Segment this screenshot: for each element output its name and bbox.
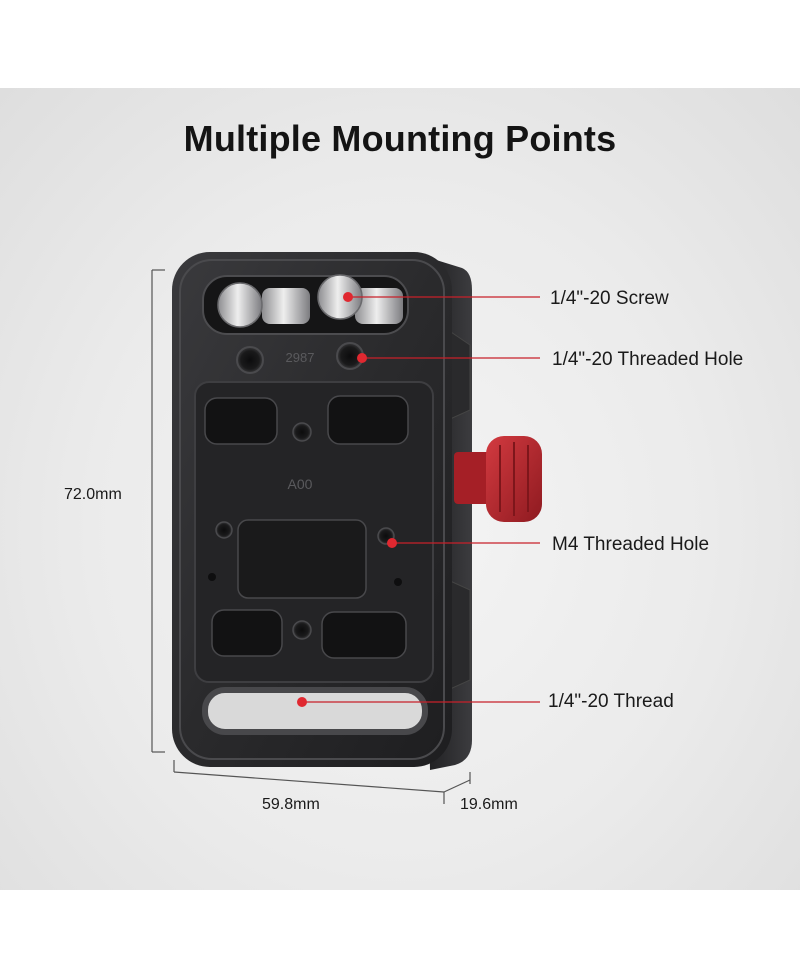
center-cutout — [237, 519, 367, 599]
callout-threaded-hole-line — [357, 353, 540, 363]
cutout-lower-right — [321, 611, 407, 659]
threaded-hole-left — [236, 346, 264, 374]
callout-m4-line — [387, 538, 540, 548]
red-locking-knob — [454, 436, 542, 522]
plate-bevel — [179, 259, 445, 760]
depth-dimension-line — [443, 772, 471, 793]
width-dimension-line — [173, 760, 445, 804]
small-hole-right — [394, 578, 402, 586]
center-hole-upper — [292, 422, 312, 442]
page-title: Multiple Mounting Points — [183, 118, 617, 159]
callout-screw-line — [343, 292, 540, 302]
callout-label-m4-hole: M4 Threaded Hole — [552, 534, 710, 555]
height-dimension-label: 72.0mm — [64, 486, 122, 503]
height-dimension-line — [151, 269, 165, 753]
callout-thread-line — [297, 697, 540, 707]
callout-label-screw: 1/4"-20 Screw — [550, 288, 669, 309]
small-hole-left — [208, 573, 216, 581]
depth-dimension-label: 19.6mm — [460, 796, 518, 813]
center-hole-lower — [292, 620, 312, 640]
code-engraving: A00 — [288, 476, 313, 492]
cutout-lower-left — [211, 609, 283, 657]
screw-left — [217, 282, 310, 328]
cutout-upper-right — [327, 395, 409, 445]
callout-label-thread: 1/4"-20 Thread — [548, 691, 674, 712]
model-engraving: 2987 — [286, 350, 315, 365]
width-dimension-label: 59.8mm — [262, 796, 320, 813]
bottom-slot — [202, 687, 428, 735]
m4-hole-left — [215, 521, 233, 539]
callout-label-threaded-hole: 1/4"-20 Threaded Hole — [552, 349, 744, 370]
cutout-upper-left — [204, 397, 278, 445]
